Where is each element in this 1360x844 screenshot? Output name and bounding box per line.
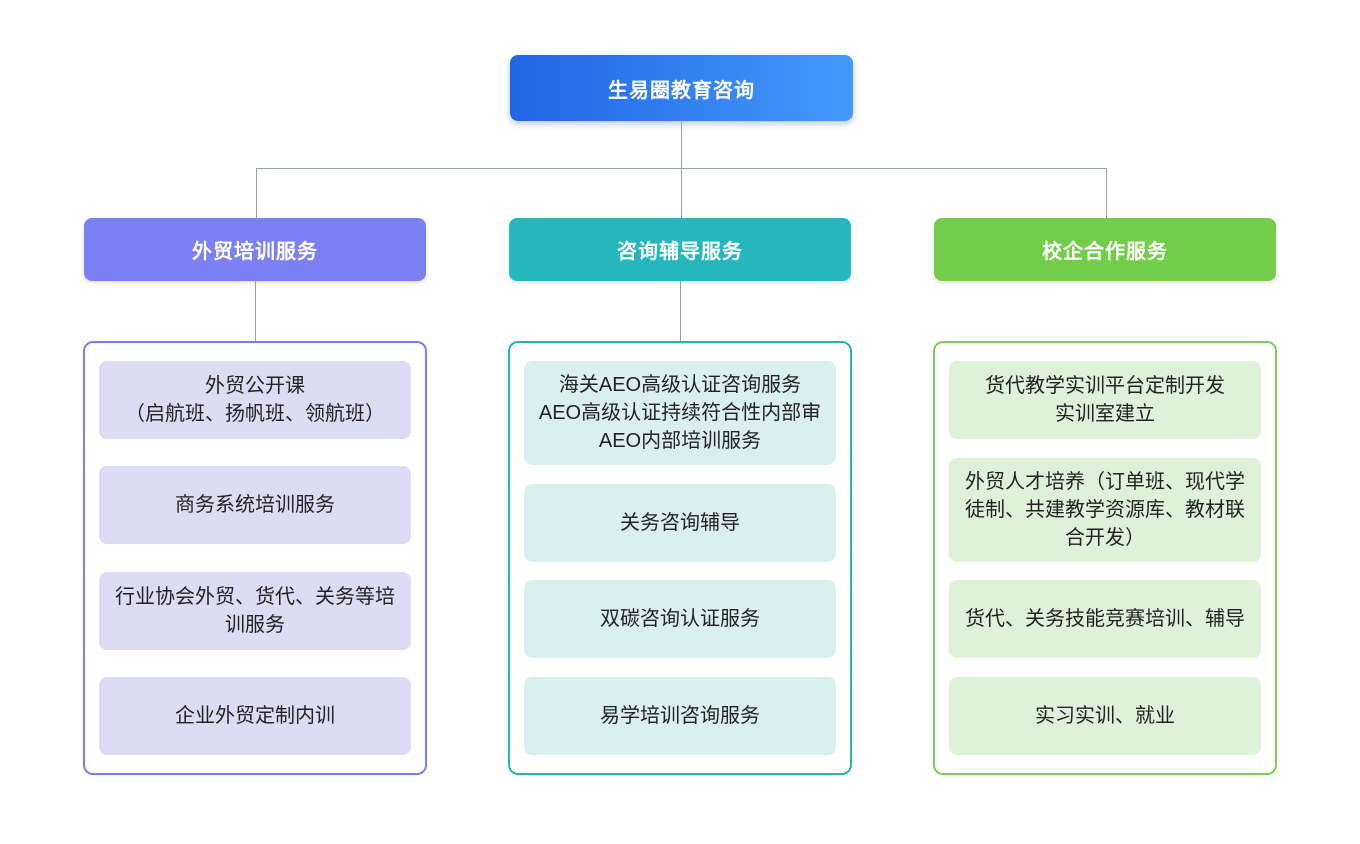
branch-item: 实习实训、就业 bbox=[949, 676, 1261, 755]
branch-school-enterprise-cooperation: 校企合作服务 货代教学实训平台定制开发 实训室建立 外贸人才培养（订单班、现代学… bbox=[933, 218, 1277, 775]
branch-item: 外贸人才培养（订单班、现代学徒制、共建教学资源库、教材联合开发） bbox=[949, 457, 1261, 562]
branch-item-group: 货代教学实训平台定制开发 实训室建立 外贸人才培养（订单班、现代学徒制、共建教学… bbox=[933, 341, 1277, 775]
branch-header-label: 校企合作服务 bbox=[1042, 241, 1168, 263]
branch-item: 海关AEO高级认证咨询服务 AEO高级认证持续符合性内部审 AEO内部培训服务 bbox=[524, 361, 836, 465]
branch-item: 外贸公开课 （启航班、扬帆班、领航班） bbox=[99, 361, 411, 439]
branch-header-label: 咨询辅导服务 bbox=[617, 241, 743, 263]
branch-header-label: 外贸培训服务 bbox=[192, 241, 318, 263]
branch-item: 货代教学实训平台定制开发 实训室建立 bbox=[949, 361, 1261, 439]
branch-foreign-trade-training: 外贸培训服务 外贸公开课 （启航班、扬帆班、领航班） 商务系统培训服务 行业协会… bbox=[83, 218, 427, 775]
root-node-label: 生易圈教育咨询 bbox=[608, 79, 755, 102]
branch-item-group: 海关AEO高级认证咨询服务 AEO高级认证持续符合性内部审 AEO内部培训服务 … bbox=[508, 341, 852, 775]
branch-connector-stub bbox=[679, 281, 681, 341]
branch-connector-stub bbox=[254, 281, 256, 341]
branch-connector-stub bbox=[1105, 281, 1106, 341]
connector-branch1-vertical bbox=[256, 168, 257, 218]
branch-item: 关务咨询辅导 bbox=[524, 483, 836, 562]
branch-item: 货代、关务技能竞赛培训、辅导 bbox=[949, 580, 1261, 659]
connector-branch2-vertical bbox=[681, 168, 682, 218]
branch-header: 校企合作服务 bbox=[934, 218, 1276, 281]
branch-header: 外贸培训服务 bbox=[84, 218, 426, 281]
branch-item: 易学培训咨询服务 bbox=[524, 676, 836, 755]
connector-branch3-vertical bbox=[1106, 168, 1107, 218]
root-node: 生易圈教育咨询 bbox=[510, 55, 853, 121]
branch-consulting-coaching: 咨询辅导服务 海关AEO高级认证咨询服务 AEO高级认证持续符合性内部审 AEO… bbox=[508, 218, 852, 775]
branch-item-group: 外贸公开课 （启航班、扬帆班、领航班） 商务系统培训服务 行业协会外贸、货代、关… bbox=[83, 341, 427, 775]
branch-item: 商务系统培训服务 bbox=[99, 466, 411, 545]
branch-item: 双碳咨询认证服务 bbox=[524, 580, 836, 659]
connector-root-vertical bbox=[681, 121, 682, 168]
branch-header: 咨询辅导服务 bbox=[509, 218, 851, 281]
branch-item: 行业协会外贸、货代、关务等培训服务 bbox=[99, 571, 411, 650]
branch-item: 企业外贸定制内训 bbox=[99, 676, 411, 755]
